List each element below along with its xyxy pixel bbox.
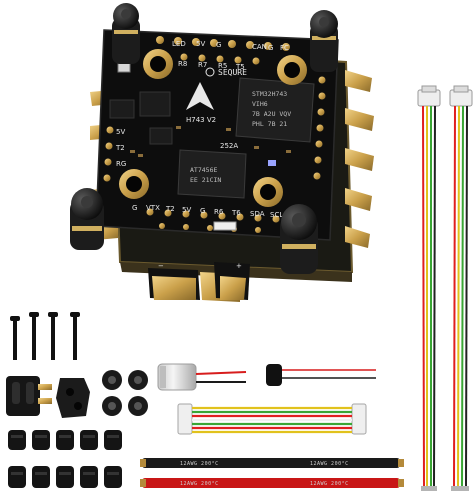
svg-text:SEQURE: SEQURE: [218, 68, 247, 77]
svg-text:T2: T2: [115, 144, 125, 152]
svg-text:T2: T2: [165, 205, 175, 213]
gyro-chip: [139, 91, 171, 117]
buzzer: [266, 364, 376, 386]
svg-text:G: G: [268, 44, 273, 52]
svg-text:R5: R5: [218, 62, 227, 70]
arrow-logo: [186, 82, 214, 110]
svg-text:5V: 5V: [116, 128, 125, 136]
left-pin-labels: 5V T2 RG: [115, 128, 126, 168]
ribbon-cable: [177, 403, 367, 435]
xt60-female: [56, 378, 90, 418]
damping-grommets: [8, 430, 122, 488]
awg-label-black-2: 12AWG 200°C: [310, 461, 349, 467]
board-small-label: 252A: [220, 142, 238, 150]
receiver-cables: [417, 85, 473, 491]
mounting-holes: [119, 49, 307, 207]
svg-text:AT7456E: AT7456E: [190, 166, 217, 174]
battery-plus-mark: +: [236, 262, 242, 270]
svg-text:VIH6: VIH6: [252, 100, 268, 108]
model-label: H743 V2: [186, 116, 216, 124]
svg-text:EE 21CIN: EE 21CIN: [190, 176, 221, 184]
awg-label-red-2: 12AWG 200°C: [310, 481, 349, 487]
pin-header: [213, 221, 237, 231]
svg-text:LED: LED: [172, 40, 186, 48]
svg-text:G: G: [216, 41, 221, 49]
bottom-pin-labels: G VTX T2 5V G R6 T6 SDA SCL: [132, 204, 283, 219]
xt60-male: [6, 376, 52, 416]
svg-text:CAN: CAN: [252, 43, 267, 51]
power-cable-black: 12AWG 200°C 12AWG 200°C: [140, 458, 404, 468]
flight-controller-stack: − + LED 5V G R8: [70, 3, 374, 302]
svg-text:G: G: [132, 204, 137, 212]
brand-logo: SEQURE: [205, 67, 247, 77]
svg-text:SCL: SCL: [270, 211, 283, 219]
flash-chip: [109, 99, 135, 119]
top-pin-labels: LED 5V G R8 R7 R5 T5 CAN G FC: [172, 40, 289, 71]
nylon-nuts: [102, 370, 148, 416]
svg-text:VTX: VTX: [146, 204, 160, 212]
awg-label-red-1: 12AWG 200°C: [180, 481, 219, 487]
svg-text:G: G: [200, 207, 205, 215]
baro-chip: [149, 127, 173, 145]
svg-text:FC: FC: [280, 44, 289, 52]
awg-label-black-1: 12AWG 200°C: [180, 461, 219, 467]
svg-text:5V: 5V: [182, 206, 191, 214]
esc-motor-pads-right: [345, 70, 374, 248]
svg-text:R8: R8: [178, 60, 187, 68]
xt60-connector-pair: [6, 376, 90, 418]
svg-text:T5: T5: [235, 63, 245, 71]
battery-pads: − +: [148, 262, 250, 302]
svg-text:7B A2U VQV: 7B A2U VQV: [252, 110, 291, 118]
corner-standoffs: [70, 3, 338, 274]
svg-text:T6: T6: [231, 209, 241, 217]
svg-text:R7: R7: [198, 61, 207, 69]
osd-chip: AT7456E EE 21CIN: [177, 149, 247, 199]
capacitor: [157, 363, 247, 391]
svg-text:STM32H743: STM32H743: [252, 90, 287, 98]
svg-text:R6: R6: [214, 208, 224, 216]
svg-text:RG: RG: [116, 160, 126, 168]
battery-minus-mark: −: [158, 262, 164, 270]
power-cable-red: 12AWG 200°C 12AWG 200°C: [140, 478, 404, 488]
screws: [10, 312, 80, 360]
cable-ends: [421, 486, 469, 491]
svg-text:PHL 7B 21: PHL 7B 21: [252, 120, 287, 128]
svg-text:SDA: SDA: [250, 210, 265, 218]
status-led: [268, 160, 276, 166]
mcu-chip: STM32H743 VIH6 7B A2U VQV PHL 7B 21: [235, 77, 315, 143]
svg-text:5V: 5V: [196, 40, 205, 48]
